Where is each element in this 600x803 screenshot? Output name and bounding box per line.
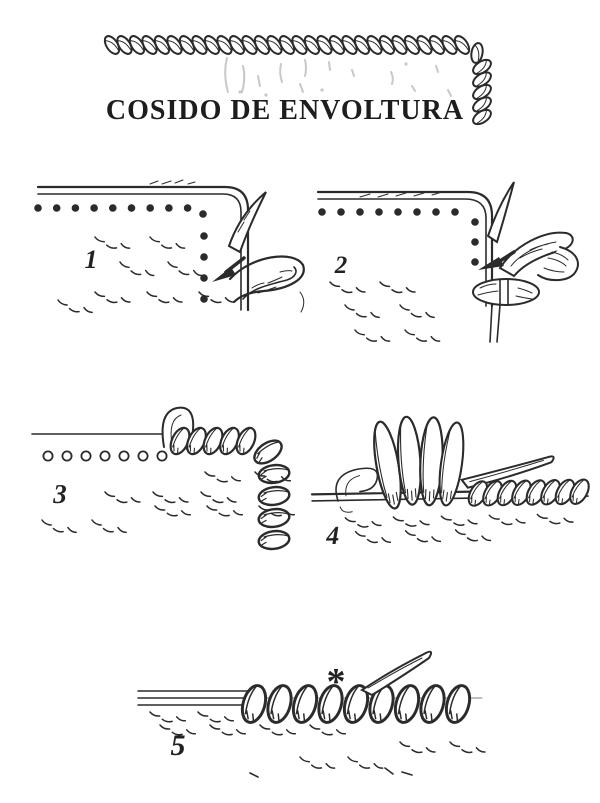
corner-outline-outer bbox=[316, 190, 494, 308]
left-hook bbox=[335, 467, 379, 502]
page-title: COSIDO DE ENVOLTURA bbox=[106, 95, 464, 126]
lace-loop-fold bbox=[537, 246, 579, 282]
figure-1: 1 bbox=[34, 179, 305, 316]
rope-border-horizontal bbox=[100, 32, 474, 58]
stitch-holes-side bbox=[200, 232, 208, 303]
lace-loop-inner bbox=[242, 266, 297, 300]
corner-outline-inner bbox=[317, 198, 487, 307]
scan-smudges bbox=[224, 57, 452, 97]
rod-lines bbox=[137, 690, 257, 706]
figure-number: 3 bbox=[52, 479, 67, 509]
stitch-holes-side bbox=[471, 218, 479, 266]
trim-marker: * bbox=[327, 661, 346, 703]
figure-number: 4 bbox=[325, 521, 340, 550]
first-wrap bbox=[472, 278, 540, 306]
finished-wraps bbox=[236, 681, 476, 727]
figure-5: * 5 bbox=[137, 650, 487, 778]
figure-number: 2 bbox=[334, 252, 348, 279]
rope-border-vertical bbox=[469, 55, 495, 129]
figure-4: 4 bbox=[310, 414, 594, 550]
lace-strand bbox=[489, 304, 501, 343]
corner-outline-outer bbox=[36, 185, 250, 312]
lace-tip bbox=[227, 191, 267, 254]
figure-2: 2 bbox=[299, 181, 579, 345]
arrow-icon bbox=[212, 256, 246, 282]
stitch-holes-open bbox=[42, 450, 168, 462]
figure-number: 1 bbox=[85, 245, 98, 274]
arrow-icon bbox=[478, 250, 516, 270]
corner-outline-inner bbox=[37, 193, 242, 311]
stitch-holes-top bbox=[318, 208, 459, 216]
tight-wraps bbox=[463, 475, 594, 510]
figure-3: 3 bbox=[31, 406, 296, 553]
whipping-wraps-top bbox=[165, 423, 261, 459]
lace-loop-upper bbox=[498, 231, 574, 278]
figure-number: 5 bbox=[171, 729, 186, 762]
lace-tip bbox=[486, 181, 515, 244]
stitch-holes-top bbox=[34, 204, 192, 212]
